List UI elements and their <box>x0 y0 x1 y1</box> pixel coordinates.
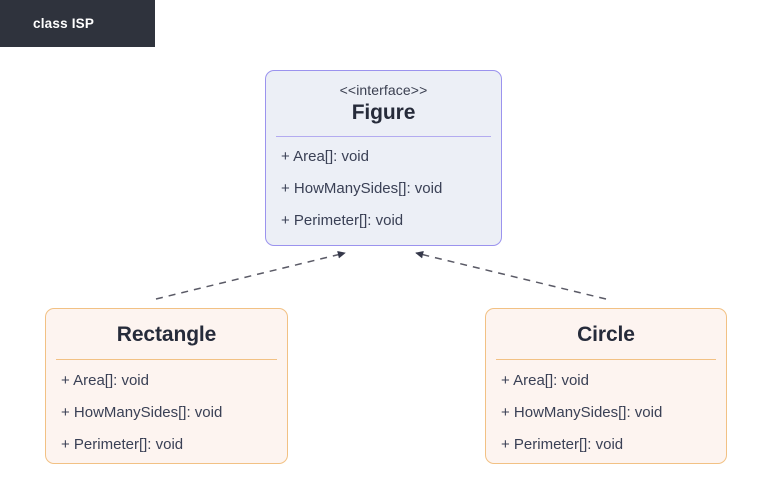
header-banner: class ISP <box>0 0 155 47</box>
title-divider <box>496 359 716 360</box>
title-divider <box>56 359 277 360</box>
title-divider <box>276 136 491 137</box>
member-item: + Area[]: void <box>501 372 589 389</box>
member-item: + HowManySides[]: void <box>61 404 223 421</box>
member-item: + Perimeter[]: void <box>61 436 184 453</box>
edge-rectangle-implements-figure <box>155 251 346 300</box>
member-item: + HowManySides[]: void <box>281 180 443 197</box>
page-title: class ISP <box>33 16 95 31</box>
node-title-figure: Figure <box>351 101 416 124</box>
member-item: + Perimeter[]: void <box>501 436 624 453</box>
member-item: + Area[]: void <box>61 372 149 389</box>
member-item: + HowManySides[]: void <box>501 404 663 421</box>
edge-circle-implements-figure <box>415 251 607 300</box>
uml-node-rectangle[interactable]: Rectangle + Area[]: void + HowManySides[… <box>45 308 288 464</box>
member-list-circle: + Area[]: void + HowManySides[]: void + … <box>486 365 726 461</box>
member-list-rectangle: + Area[]: void + HowManySides[]: void + … <box>46 365 287 461</box>
node-title-circle: Circle <box>577 323 635 346</box>
stereotype-label: <<interface>> <box>339 82 428 98</box>
uml-node-figure[interactable]: <<interface>> Figure + Area[]: void + Ho… <box>265 70 502 246</box>
node-title-rectangle: Rectangle <box>116 323 217 346</box>
member-item: + Area[]: void <box>281 148 369 165</box>
member-list-figure: + Area[]: void + HowManySides[]: void + … <box>266 141 501 237</box>
uml-node-circle[interactable]: Circle + Area[]: void + HowManySides[]: … <box>485 308 727 464</box>
member-item: + Perimeter[]: void <box>281 212 404 229</box>
